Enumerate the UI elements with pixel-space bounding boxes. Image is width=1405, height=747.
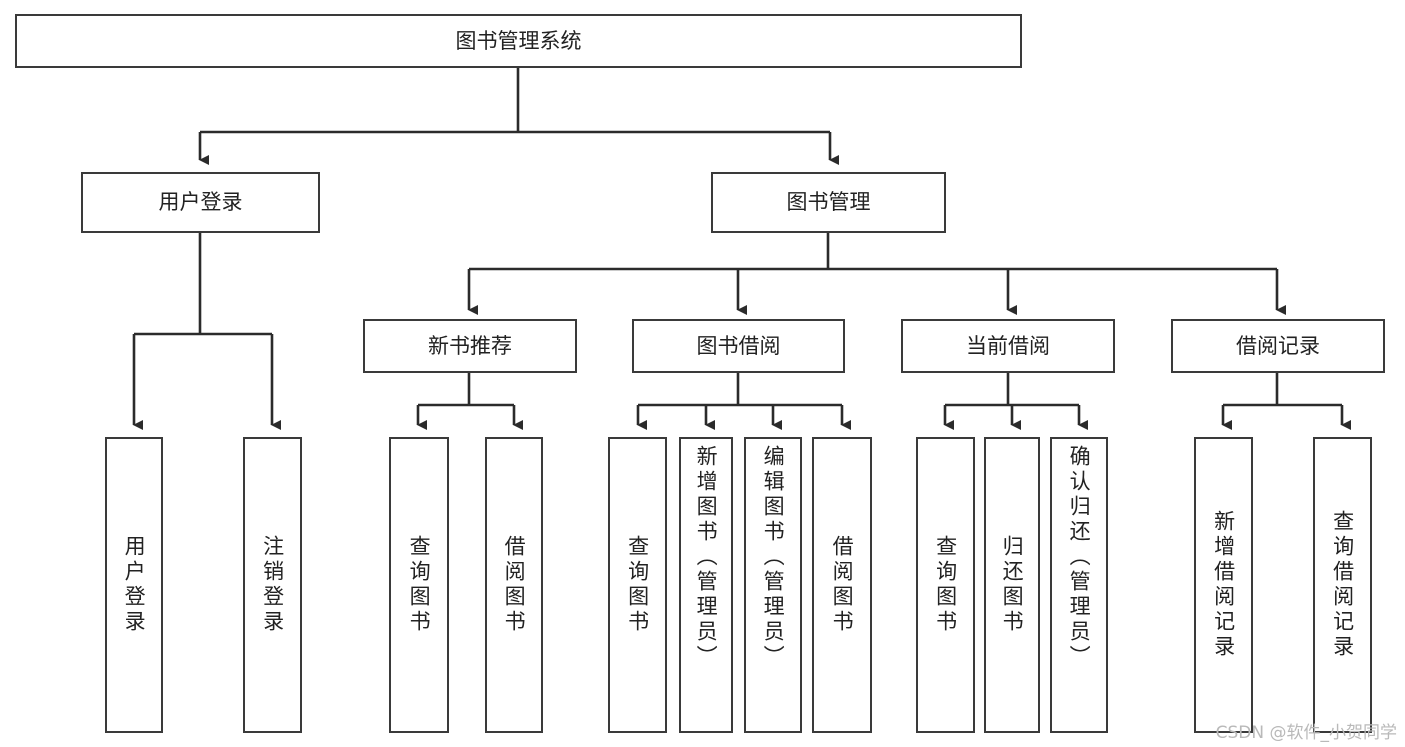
node-leaf-borrow-book-1-label: 借阅图书 [502, 535, 527, 635]
node-leaf-user-login[interactable]: 用户登录 [105, 437, 163, 733]
watermark-text: CSDN @软件_小贺同学 [1215, 723, 1397, 743]
node-leaf-query-book-3[interactable]: 查询图书 [916, 437, 975, 733]
node-leaf-query-book-2[interactable]: 查询图书 [608, 437, 667, 733]
node-leaf-logout-label: 注销登录 [260, 535, 285, 635]
node-leaf-query-book-3-label: 查询图书 [933, 535, 958, 635]
node-book-borrow[interactable]: 图书借阅 [632, 319, 845, 373]
node-leaf-query-record-label: 查询借阅记录 [1330, 510, 1355, 660]
node-user-login[interactable]: 用户登录 [81, 172, 320, 233]
node-leaf-add-book[interactable]: 新增图书（管理员） [679, 437, 733, 733]
node-leaf-return-book[interactable]: 归还图书 [984, 437, 1040, 733]
node-leaf-return-book-label: 归还图书 [1000, 535, 1025, 635]
node-leaf-add-record[interactable]: 新增借阅记录 [1194, 437, 1253, 733]
node-leaf-borrow-book-1[interactable]: 借阅图书 [485, 437, 543, 733]
node-leaf-query-record[interactable]: 查询借阅记录 [1313, 437, 1372, 733]
node-current-borrow-label: 当前借阅 [966, 333, 1050, 358]
node-book-borrow-label: 图书借阅 [696, 333, 781, 358]
node-leaf-query-book-1-label: 查询图书 [407, 535, 432, 635]
node-leaf-query-book-1[interactable]: 查询图书 [389, 437, 449, 733]
node-leaf-query-book-2-label: 查询图书 [625, 535, 650, 635]
node-leaf-edit-book[interactable]: 编辑图书（管理员） [744, 437, 802, 733]
node-leaf-confirm-return-label: 确认归还（管理员） [1067, 445, 1092, 670]
node-root[interactable]: 图书管理系统 [15, 14, 1022, 68]
node-leaf-logout[interactable]: 注销登录 [243, 437, 302, 733]
node-leaf-borrow-book-2[interactable]: 借阅图书 [812, 437, 872, 733]
node-user-login-label: 用户登录 [158, 190, 243, 215]
node-current-borrow[interactable]: 当前借阅 [901, 319, 1115, 373]
node-new-book-recommend-label: 新书推荐 [428, 333, 512, 358]
node-leaf-add-record-label: 新增借阅记录 [1211, 510, 1236, 660]
node-leaf-confirm-return[interactable]: 确认归还（管理员） [1050, 437, 1108, 733]
node-leaf-user-login-label: 用户登录 [122, 535, 147, 635]
node-leaf-borrow-book-2-label: 借阅图书 [830, 535, 855, 635]
node-borrow-record-label: 借阅记录 [1236, 333, 1320, 358]
node-book-manage[interactable]: 图书管理 [711, 172, 946, 233]
node-book-manage-label: 图书管理 [786, 190, 871, 215]
node-leaf-edit-book-label: 编辑图书（管理员） [761, 445, 786, 670]
node-borrow-record[interactable]: 借阅记录 [1171, 319, 1385, 373]
node-leaf-add-book-label: 新增图书（管理员） [694, 445, 719, 670]
node-new-book-recommend[interactable]: 新书推荐 [363, 319, 577, 373]
node-root-label: 图书管理系统 [455, 28, 582, 53]
